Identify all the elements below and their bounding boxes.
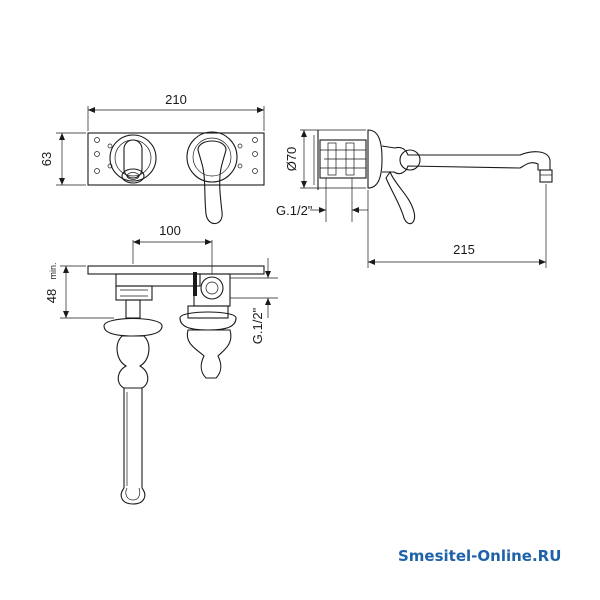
cartridge bbox=[200, 276, 224, 300]
lever-rosette bbox=[186, 131, 238, 183]
dim-top-width: 210 bbox=[165, 92, 187, 107]
screw-hole bbox=[252, 168, 258, 174]
plan-spout-knuckle bbox=[116, 335, 150, 389]
lever-handle bbox=[197, 140, 227, 225]
plan-lever-rosette bbox=[179, 311, 237, 331]
aerator bbox=[539, 169, 553, 183]
front-view: 210 63 bbox=[39, 92, 265, 225]
plan-spout-rosette bbox=[103, 318, 163, 337]
screw-hole bbox=[107, 143, 113, 149]
dim-side-thread: G.1/2" bbox=[276, 203, 313, 218]
screw-hole bbox=[252, 137, 258, 143]
dim-bottom-thread: G.1/2" bbox=[250, 307, 265, 344]
dim-top-height: 63 bbox=[39, 152, 54, 166]
screw-hole bbox=[94, 151, 100, 157]
screw-hole bbox=[107, 163, 113, 169]
dim-bottom-depth: 48 bbox=[44, 289, 59, 303]
dim-bottom-width: 100 bbox=[159, 223, 181, 238]
spout-rosette bbox=[109, 134, 157, 182]
plan-lever bbox=[186, 329, 232, 379]
dim-side-diameter: Ø70 bbox=[284, 147, 299, 172]
screw-hole bbox=[237, 163, 243, 169]
side-lever bbox=[385, 170, 416, 225]
screw-hole bbox=[94, 137, 100, 143]
dim-side-length: 215 bbox=[453, 242, 475, 257]
watermark: Smesitel-Online.RU bbox=[398, 547, 562, 565]
wall-plate bbox=[87, 132, 265, 186]
plan-spout-tip bbox=[120, 487, 146, 505]
screw-hole bbox=[252, 151, 258, 157]
side-rosette bbox=[367, 129, 383, 189]
screw-hole bbox=[237, 143, 243, 149]
plan-view: 100 48 min. G.1/2" bbox=[44, 223, 278, 505]
screw-hole bbox=[94, 168, 100, 174]
spout-neck bbox=[123, 139, 143, 179]
dim-bottom-depth-note: min. bbox=[48, 262, 58, 279]
plan-wall-plate bbox=[87, 265, 265, 275]
side-view: Ø70 G.1/2" 215 bbox=[276, 129, 553, 268]
